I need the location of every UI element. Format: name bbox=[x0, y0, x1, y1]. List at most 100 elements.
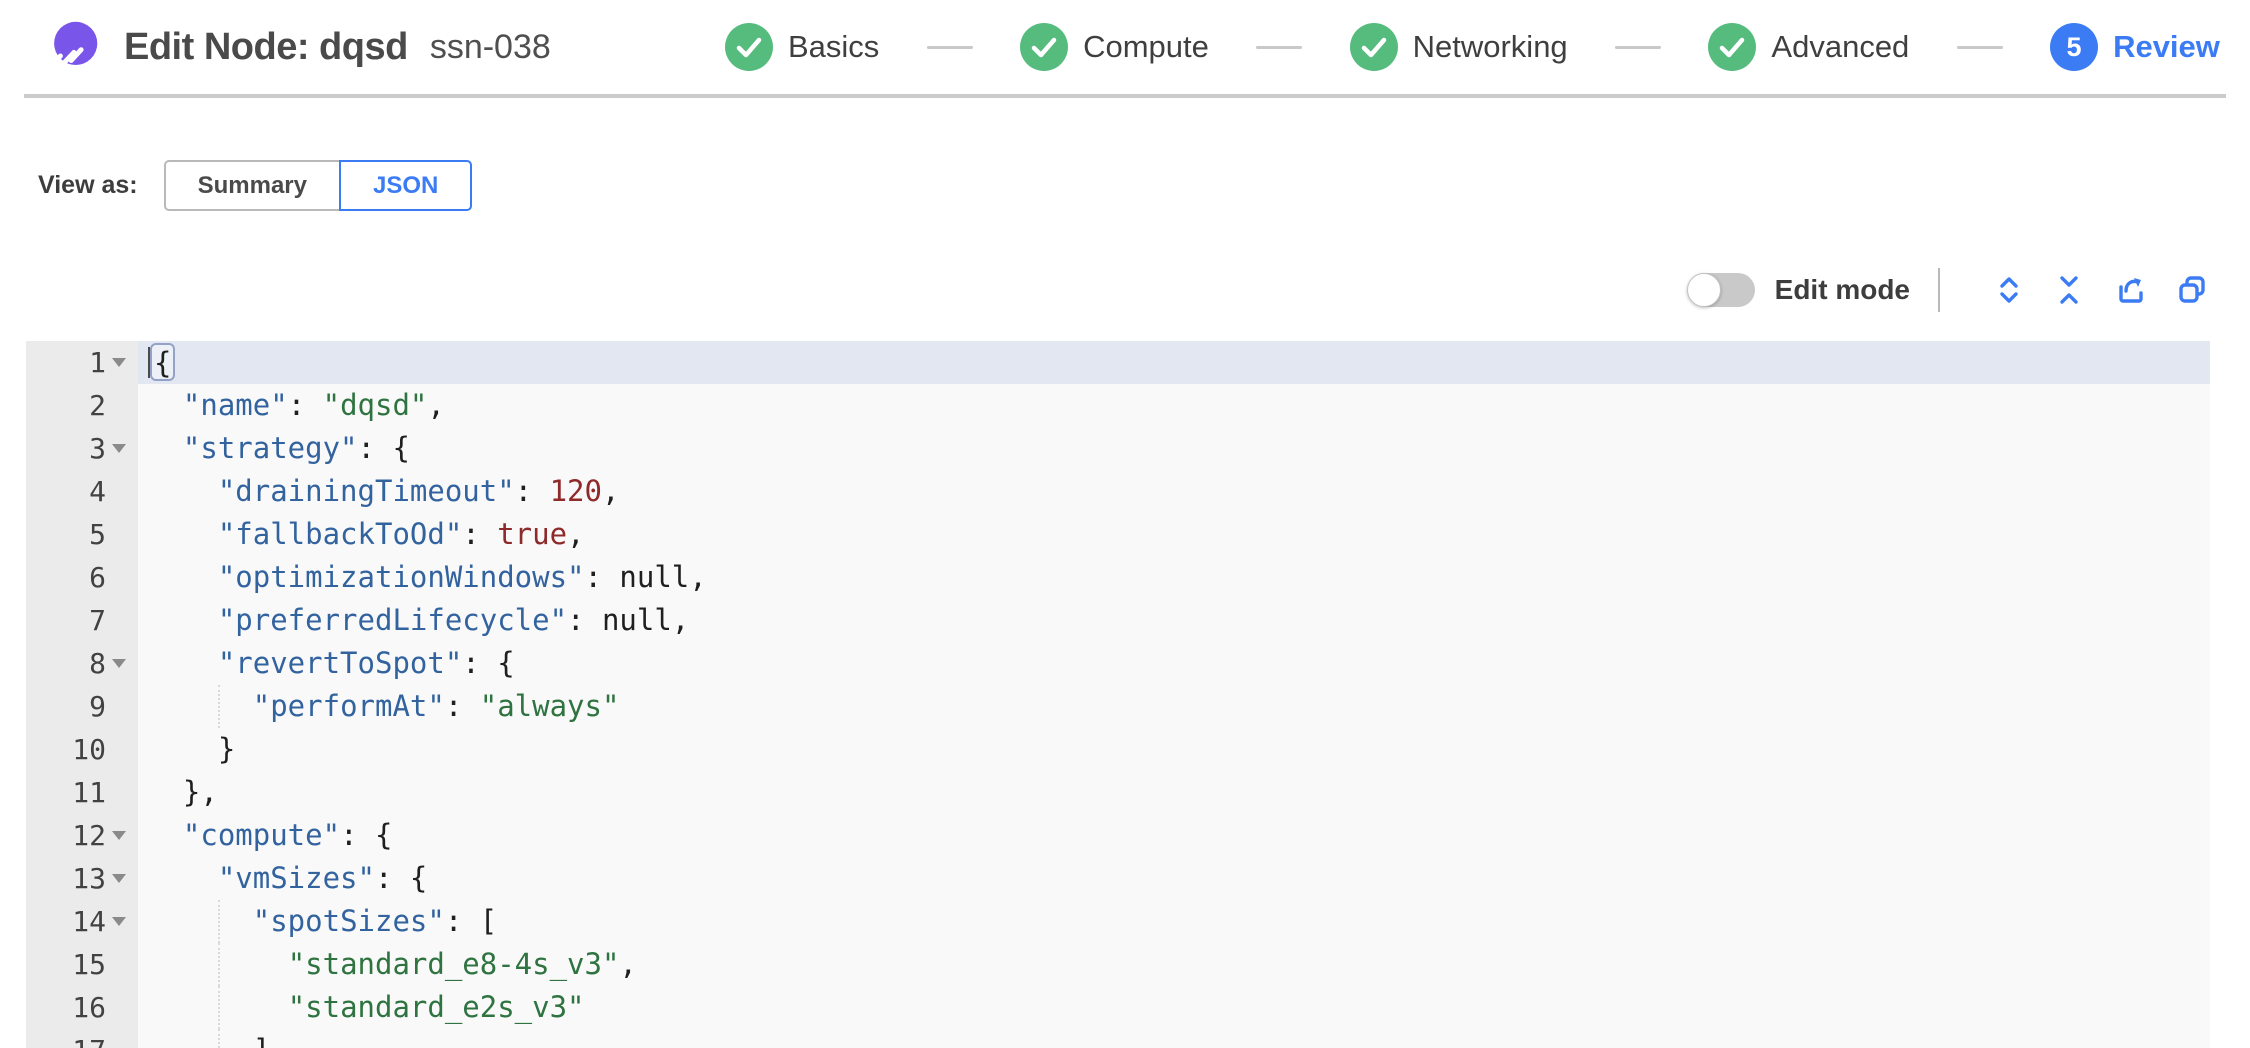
code-line[interactable]: "spotSizes": [ bbox=[138, 900, 2210, 943]
editor-line: 4 "drainingTimeout": 120, bbox=[26, 470, 2210, 513]
code-line[interactable]: "drainingTimeout": 120, bbox=[217, 474, 620, 508]
line-gutter: 4 bbox=[26, 470, 138, 513]
step-connector bbox=[1615, 45, 1662, 49]
fold-toggle-icon[interactable] bbox=[112, 358, 126, 367]
line-number: 4 bbox=[89, 475, 106, 508]
code-line[interactable]: "standard_e2s_v3" bbox=[138, 986, 2210, 1029]
toolbar-divider bbox=[1938, 268, 1940, 312]
view-summary-button[interactable]: Summary bbox=[163, 160, 339, 211]
step-number-badge: 5 bbox=[2050, 23, 2099, 71]
code-line[interactable]: "name": "dqsd", bbox=[182, 388, 445, 422]
editor-line: 11 }, bbox=[26, 771, 2210, 814]
code-line[interactable]: } bbox=[148, 732, 236, 766]
copy-icon[interactable] bbox=[2174, 272, 2210, 308]
line-gutter: 13 bbox=[26, 857, 138, 900]
step-check-icon bbox=[725, 23, 773, 71]
line-number: 10 bbox=[72, 733, 106, 766]
editor-line: 16 "standard_e2s_v3" bbox=[26, 986, 2210, 1029]
editor-line: 2 "name": "dqsd", bbox=[26, 384, 2210, 427]
line-number: 17 bbox=[72, 1029, 106, 1048]
code-line[interactable]: "fallbackToOd": true, bbox=[217, 517, 585, 551]
indent-guide bbox=[217, 943, 220, 986]
line-gutter: 6 bbox=[26, 556, 138, 599]
edit-mode-toggle[interactable] bbox=[1686, 273, 1755, 307]
line-number: 3 bbox=[89, 432, 106, 465]
collapse-all-icon[interactable] bbox=[2052, 273, 2086, 307]
line-gutter: 1 bbox=[26, 341, 138, 384]
view-json-button[interactable]: JSON bbox=[339, 160, 473, 211]
text-cursor bbox=[148, 346, 150, 378]
json-editor[interactable]: 1{2 "name": "dqsd",3 "strategy": {4 "dra… bbox=[26, 341, 2210, 1048]
stepper-step-basics[interactable]: Basics bbox=[725, 23, 879, 71]
stepper-step-compute[interactable]: Compute bbox=[1020, 23, 1209, 71]
indent-guide bbox=[217, 685, 220, 728]
code-line[interactable]: "strategy": { bbox=[182, 431, 410, 465]
code-line[interactable]: "compute": { bbox=[182, 818, 393, 852]
line-number: 15 bbox=[72, 948, 106, 981]
line-gutter: 9 bbox=[26, 685, 138, 728]
indent-guide bbox=[217, 1029, 220, 1048]
stepper-step-advanced[interactable]: Advanced bbox=[1708, 23, 1909, 71]
view-as-row: View as: Summary JSON bbox=[38, 160, 2250, 211]
line-gutter: 10 bbox=[26, 728, 138, 771]
line-gutter: 15 bbox=[26, 943, 138, 986]
editor-line: 9 "performAt": "always" bbox=[26, 685, 2210, 728]
line-number: 12 bbox=[72, 819, 106, 852]
line-gutter: 14 bbox=[26, 900, 138, 943]
spot-logo-icon bbox=[46, 20, 100, 74]
stepper-step-networking[interactable]: Networking bbox=[1349, 23, 1568, 71]
editor-line: 1{ bbox=[26, 341, 2210, 384]
code-line[interactable]: "standard_e8-4s_v3", bbox=[138, 943, 2210, 986]
line-number: 16 bbox=[72, 991, 106, 1024]
indent-guide bbox=[217, 986, 220, 1029]
editor-line: 7 "preferredLifecycle": null, bbox=[26, 599, 2210, 642]
editor-line: 12 "compute": { bbox=[26, 814, 2210, 857]
line-gutter: 3 bbox=[26, 427, 138, 470]
toggle-knob bbox=[1686, 273, 1721, 307]
fold-toggle-icon[interactable] bbox=[112, 831, 126, 840]
step-label: Compute bbox=[1083, 29, 1209, 64]
line-number: 2 bbox=[89, 389, 106, 422]
editor-line: 13 "vmSizes": { bbox=[26, 857, 2210, 900]
code-line[interactable]: "preferredLifecycle": null, bbox=[217, 603, 690, 637]
code-line[interactable]: ], bbox=[138, 1029, 2210, 1048]
step-check-icon bbox=[1349, 23, 1398, 71]
editor-toolbar: Edit mode bbox=[0, 267, 2210, 313]
editor-line: 15 "standard_e8-4s_v3", bbox=[26, 943, 2210, 986]
line-number: 5 bbox=[89, 518, 106, 551]
line-number: 9 bbox=[89, 690, 106, 723]
page-title: Edit Node: dqsd bbox=[124, 25, 408, 68]
edit-mode-label: Edit mode bbox=[1774, 274, 1910, 305]
export-icon[interactable] bbox=[2112, 272, 2148, 308]
line-gutter: 16 bbox=[26, 986, 138, 1029]
code-line[interactable]: { bbox=[138, 341, 2210, 384]
code-line[interactable]: "vmSizes": { bbox=[217, 861, 428, 895]
view-as-label: View as: bbox=[38, 171, 138, 199]
step-check-icon bbox=[1020, 23, 1069, 71]
code-line[interactable]: "revertToSpot": { bbox=[217, 646, 515, 680]
indent-guide bbox=[217, 900, 220, 943]
fold-toggle-icon[interactable] bbox=[112, 874, 126, 883]
line-gutter: 17 bbox=[26, 1029, 138, 1048]
step-connector bbox=[1956, 45, 2003, 49]
line-gutter: 2 bbox=[26, 384, 138, 427]
step-label: Networking bbox=[1412, 29, 1568, 64]
code-line[interactable]: "optimizationWindows": null, bbox=[217, 560, 707, 594]
editor-line: 14 "spotSizes": [ bbox=[26, 900, 2210, 943]
line-number: 6 bbox=[89, 561, 106, 594]
line-gutter: 8 bbox=[26, 642, 138, 685]
editor-line: 5 "fallbackToOd": true, bbox=[26, 513, 2210, 556]
fold-toggle-icon[interactable] bbox=[112, 444, 126, 453]
line-gutter: 7 bbox=[26, 599, 138, 642]
line-number: 8 bbox=[89, 647, 106, 680]
expand-all-icon[interactable] bbox=[1992, 273, 2026, 307]
line-gutter: 5 bbox=[26, 513, 138, 556]
code-line[interactable]: "performAt": "always" bbox=[138, 685, 2210, 728]
code-line[interactable]: }, bbox=[148, 775, 218, 809]
editor-line: 10 } bbox=[26, 728, 2210, 771]
line-gutter: 11 bbox=[26, 771, 138, 814]
fold-toggle-icon[interactable] bbox=[112, 917, 126, 926]
fold-toggle-icon[interactable] bbox=[112, 659, 126, 668]
